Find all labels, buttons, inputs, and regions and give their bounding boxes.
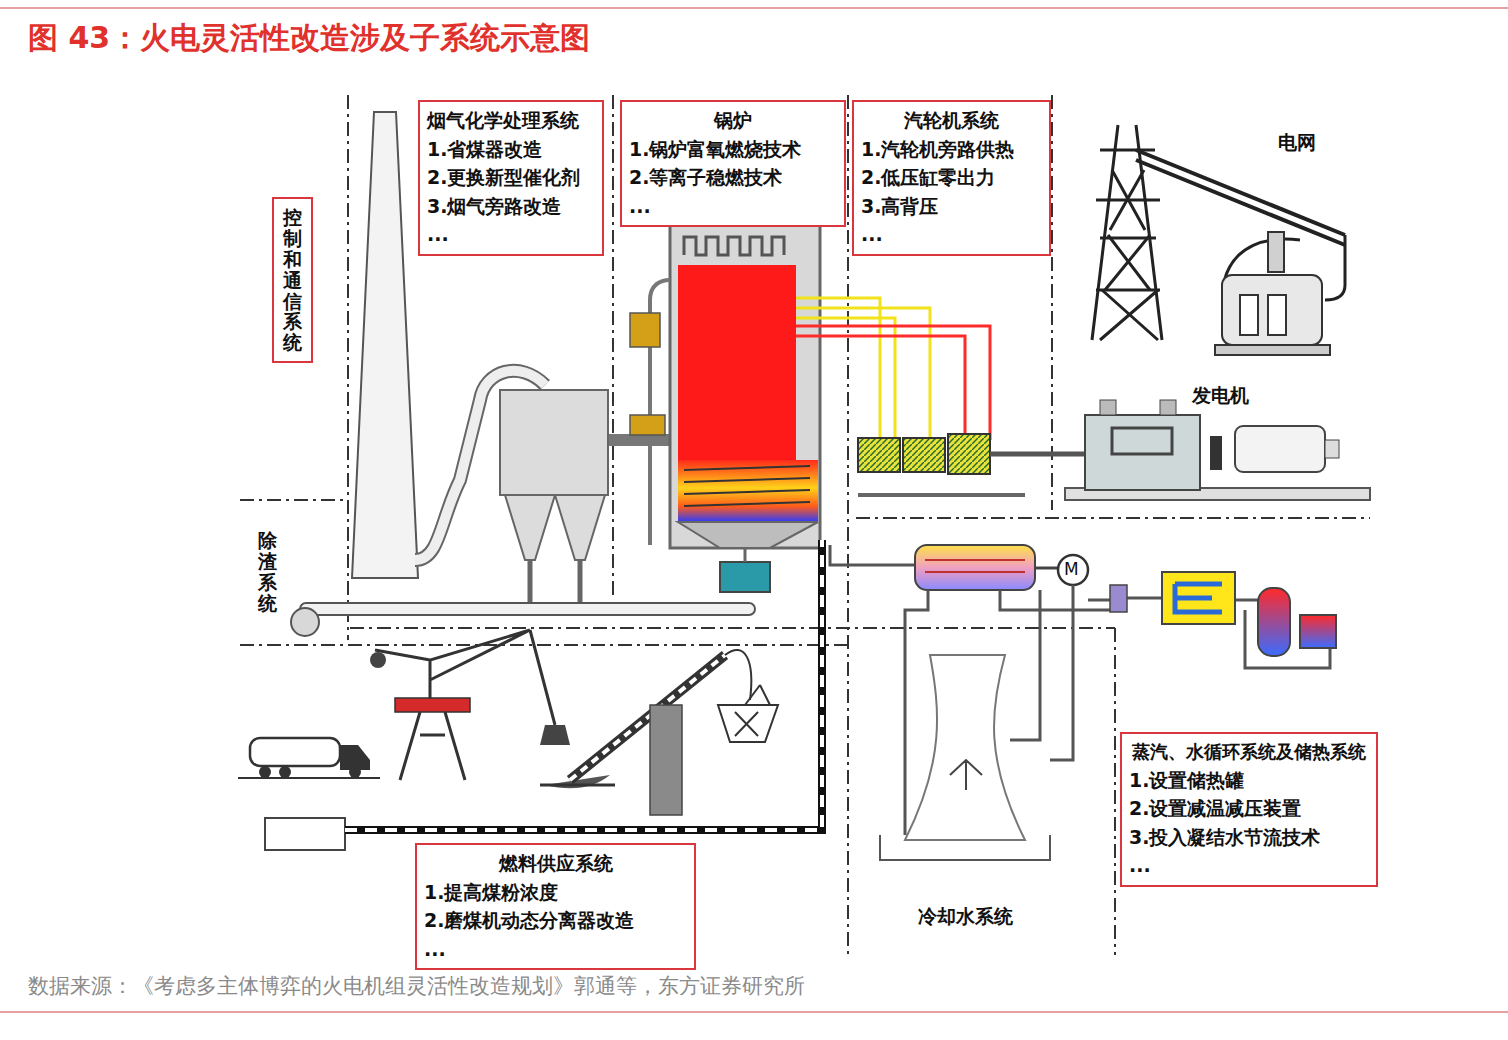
box-item: 1.锅炉富氧燃烧技术 bbox=[629, 135, 837, 164]
slag-conveyor bbox=[300, 603, 755, 615]
part-label: 电网 bbox=[1278, 130, 1316, 156]
frame-line bbox=[0, 7, 1508, 9]
coal-mill bbox=[265, 818, 345, 850]
box-item: 1.提高煤粉浓度 bbox=[424, 878, 687, 907]
subsystem-box: 汽轮机系统1.汽轮机旁路供热2.低压缸零出力3.高背压... bbox=[852, 100, 1051, 256]
box-item: ... bbox=[424, 935, 687, 964]
fuel-line bbox=[345, 540, 822, 830]
condenser bbox=[915, 545, 1035, 590]
box-heading: 控制和通信系统 bbox=[283, 207, 302, 353]
chimney bbox=[352, 112, 418, 578]
box-item: 1.设置储热罐 bbox=[1129, 766, 1369, 795]
boiler bbox=[670, 218, 820, 548]
subsystem-box: 蒸汽、水循环系统及储热系统1.设置储热罐2.设置减温减压装置3.投入凝结水节流技… bbox=[1120, 732, 1378, 887]
box-item: 2.磨煤机动态分离器改造 bbox=[424, 906, 687, 935]
motor-symbol-letter: M bbox=[1064, 559, 1079, 579]
dust-collector bbox=[500, 390, 608, 495]
box-item: ... bbox=[427, 220, 595, 249]
steam-pipe bbox=[796, 298, 990, 440]
frame-line bbox=[0, 1011, 1508, 1013]
heat-exchanger bbox=[1162, 572, 1235, 624]
box-item: 2.低压缸零出力 bbox=[861, 163, 1042, 192]
box-item: ... bbox=[629, 192, 837, 221]
furnace-flame bbox=[678, 265, 796, 460]
region-label: 除渣系统 bbox=[258, 530, 277, 614]
part-label: 发电机 bbox=[1192, 383, 1249, 409]
subsystem-box: 烟气化学处理系统1.省煤器改造2.更换新型催化剂3.烟气旁路改造... bbox=[418, 100, 604, 256]
figure-title: 图 43：火电灵活性改造涉及子系统示意图 bbox=[28, 18, 590, 59]
box-item: 3.烟气旁路改造 bbox=[427, 192, 595, 221]
transformer bbox=[1215, 232, 1330, 355]
exciter bbox=[1235, 426, 1325, 472]
box-item: 3.投入凝结水节流技术 bbox=[1129, 823, 1369, 852]
box-item: 3.高背压 bbox=[861, 192, 1042, 221]
subsystem-box: 燃料供应系统1.提高煤粉浓度2.磨煤机动态分离器改造... bbox=[415, 843, 696, 970]
box-heading: 燃料供应系统 bbox=[424, 849, 687, 878]
truck bbox=[238, 738, 380, 778]
generator bbox=[1085, 415, 1200, 490]
subsystem-box: 锅炉1.锅炉富氧燃烧技术2.等离子稳燃技术... bbox=[620, 100, 846, 227]
box-item: 2.等离子稳燃技术 bbox=[629, 163, 837, 192]
crane bbox=[375, 630, 555, 780]
turbine bbox=[858, 434, 990, 474]
box-heading: 锅炉 bbox=[629, 106, 837, 135]
box-heading: 蒸汽、水循环系统及储热系统 bbox=[1129, 738, 1369, 766]
box-item: 2.更换新型催化剂 bbox=[427, 163, 595, 192]
subsystem-box: 控制和通信系统 bbox=[272, 197, 313, 363]
box-heading: 烟气化学处理系统 bbox=[427, 106, 595, 135]
pump-motor bbox=[1058, 555, 1088, 585]
coal-bin bbox=[650, 705, 682, 815]
region-divider bbox=[240, 95, 1370, 955]
shaft bbox=[990, 452, 1085, 457]
box-item: 1.省煤器改造 bbox=[427, 135, 595, 164]
region-label: 冷却水系统 bbox=[918, 904, 1013, 930]
slag-bin bbox=[720, 562, 770, 592]
coal-hopper bbox=[718, 705, 778, 742]
box-item: ... bbox=[1129, 851, 1369, 880]
box-heading: 汽轮机系统 bbox=[861, 106, 1042, 135]
coal-conveyor bbox=[570, 655, 725, 780]
source-caption: 数据来源：《考虑多主体博弈的火电机组灵活性改造规划》郭通等，东方证券研究所 bbox=[28, 972, 805, 1000]
economizer bbox=[630, 313, 660, 347]
box-item: ... bbox=[861, 220, 1042, 249]
box-item: 1.汽轮机旁路供热 bbox=[861, 135, 1042, 164]
cooling-tower bbox=[905, 655, 1025, 840]
box-item: 2.设置减温减压装置 bbox=[1129, 794, 1369, 823]
heat-storage-tank bbox=[1258, 588, 1290, 656]
